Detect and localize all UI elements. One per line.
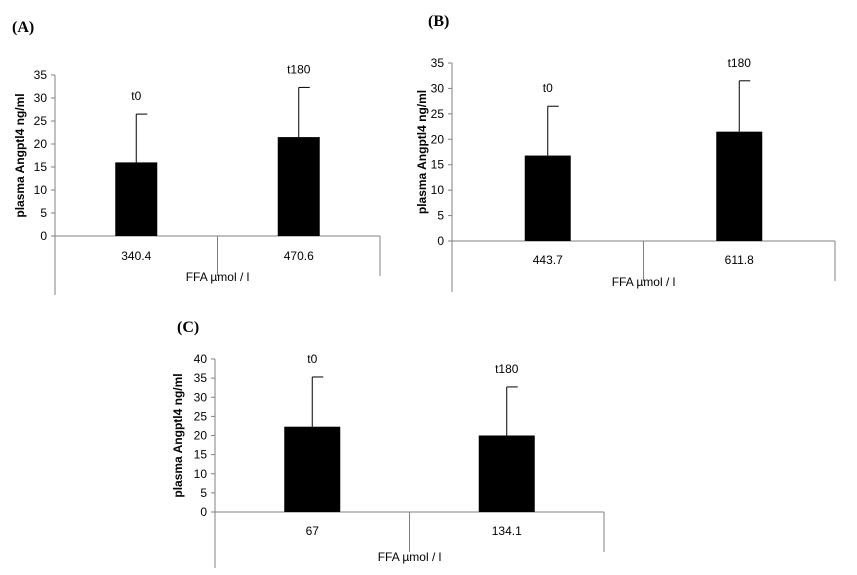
y-tick-label: 0 [437,234,444,248]
panel-label: (B) [428,13,449,30]
y-tick-label: 35 [194,371,208,385]
y-tick-label: 20 [34,137,48,151]
y-tick-label: 5 [437,209,444,223]
y-tick-label: 10 [431,183,445,197]
x-category-label: 134.1 [492,524,522,538]
x-axis-title: FFA µmol / l [378,550,442,564]
y-tick-label: 5 [40,206,47,220]
y-tick-label: 25 [194,409,208,423]
bar-label: t180 [495,362,519,376]
x-category-label: 611.8 [725,253,754,267]
bar-label: t0 [543,81,553,95]
bar-label: t180 [728,56,752,70]
panel-b: (B) 0 5 10 15 20 25 30 35 plasma Angptl4 ng/ml t0 4… [415,13,836,292]
y-tick-label: 5 [200,486,207,500]
y-tick-label: 15 [431,158,445,172]
y-tick-label: 0 [40,229,47,243]
bar [284,426,341,512]
y-tick-label: 40 [194,352,208,366]
y-tick-label: 20 [431,132,445,146]
x-category-label: 470.6 [284,249,314,263]
panel-label: (C) [177,319,199,336]
panel-label: (A) [12,19,34,36]
y-tick-label: 0 [200,505,207,519]
panel-a: (A) 0 5 10 15 20 25 30 35 plasma Angptl4 ng/ml t0 3… [12,19,381,295]
y-tick-label: 30 [431,81,445,95]
y-axis-title: plasma Angptl4 ng/ml [415,90,429,214]
x-category-label: 340.4 [121,249,151,263]
bar [716,131,763,241]
x-axis-title: FFA µmol / l [612,275,676,289]
bar-label: t0 [307,352,317,366]
y-axis-title: plasma Angptl4 ng/ml [13,93,27,217]
y-tick-label: 35 [34,68,48,82]
y-tick-label: 25 [34,114,48,128]
bar [478,435,535,512]
y-tick-label: 10 [194,467,208,481]
y-axis-title: plasma Angptl4 ng/ml [171,373,185,497]
y-tick-label: 15 [34,160,48,174]
y-tick-label: 25 [431,107,445,121]
y-tick-label: 30 [194,390,208,404]
y-tick-label: 20 [194,429,208,443]
panel-c: (C) 0 5 10 15 20 25 30 35 40 plasma Angptl4 ng/ml t… [171,319,605,568]
y-tick-label: 30 [34,91,48,105]
bar [115,162,158,236]
y-tick-label: 15 [194,448,208,462]
y-tick-label: 35 [431,56,445,70]
bar-label: t0 [131,89,141,103]
bar [524,155,571,241]
y-tick-label: 10 [34,183,48,197]
bar [277,137,320,236]
x-category-label: 67 [306,524,320,538]
x-axis-title: FFA µmol / l [186,270,250,284]
x-category-label: 443.7 [533,253,563,267]
bar-label: t180 [287,62,311,76]
